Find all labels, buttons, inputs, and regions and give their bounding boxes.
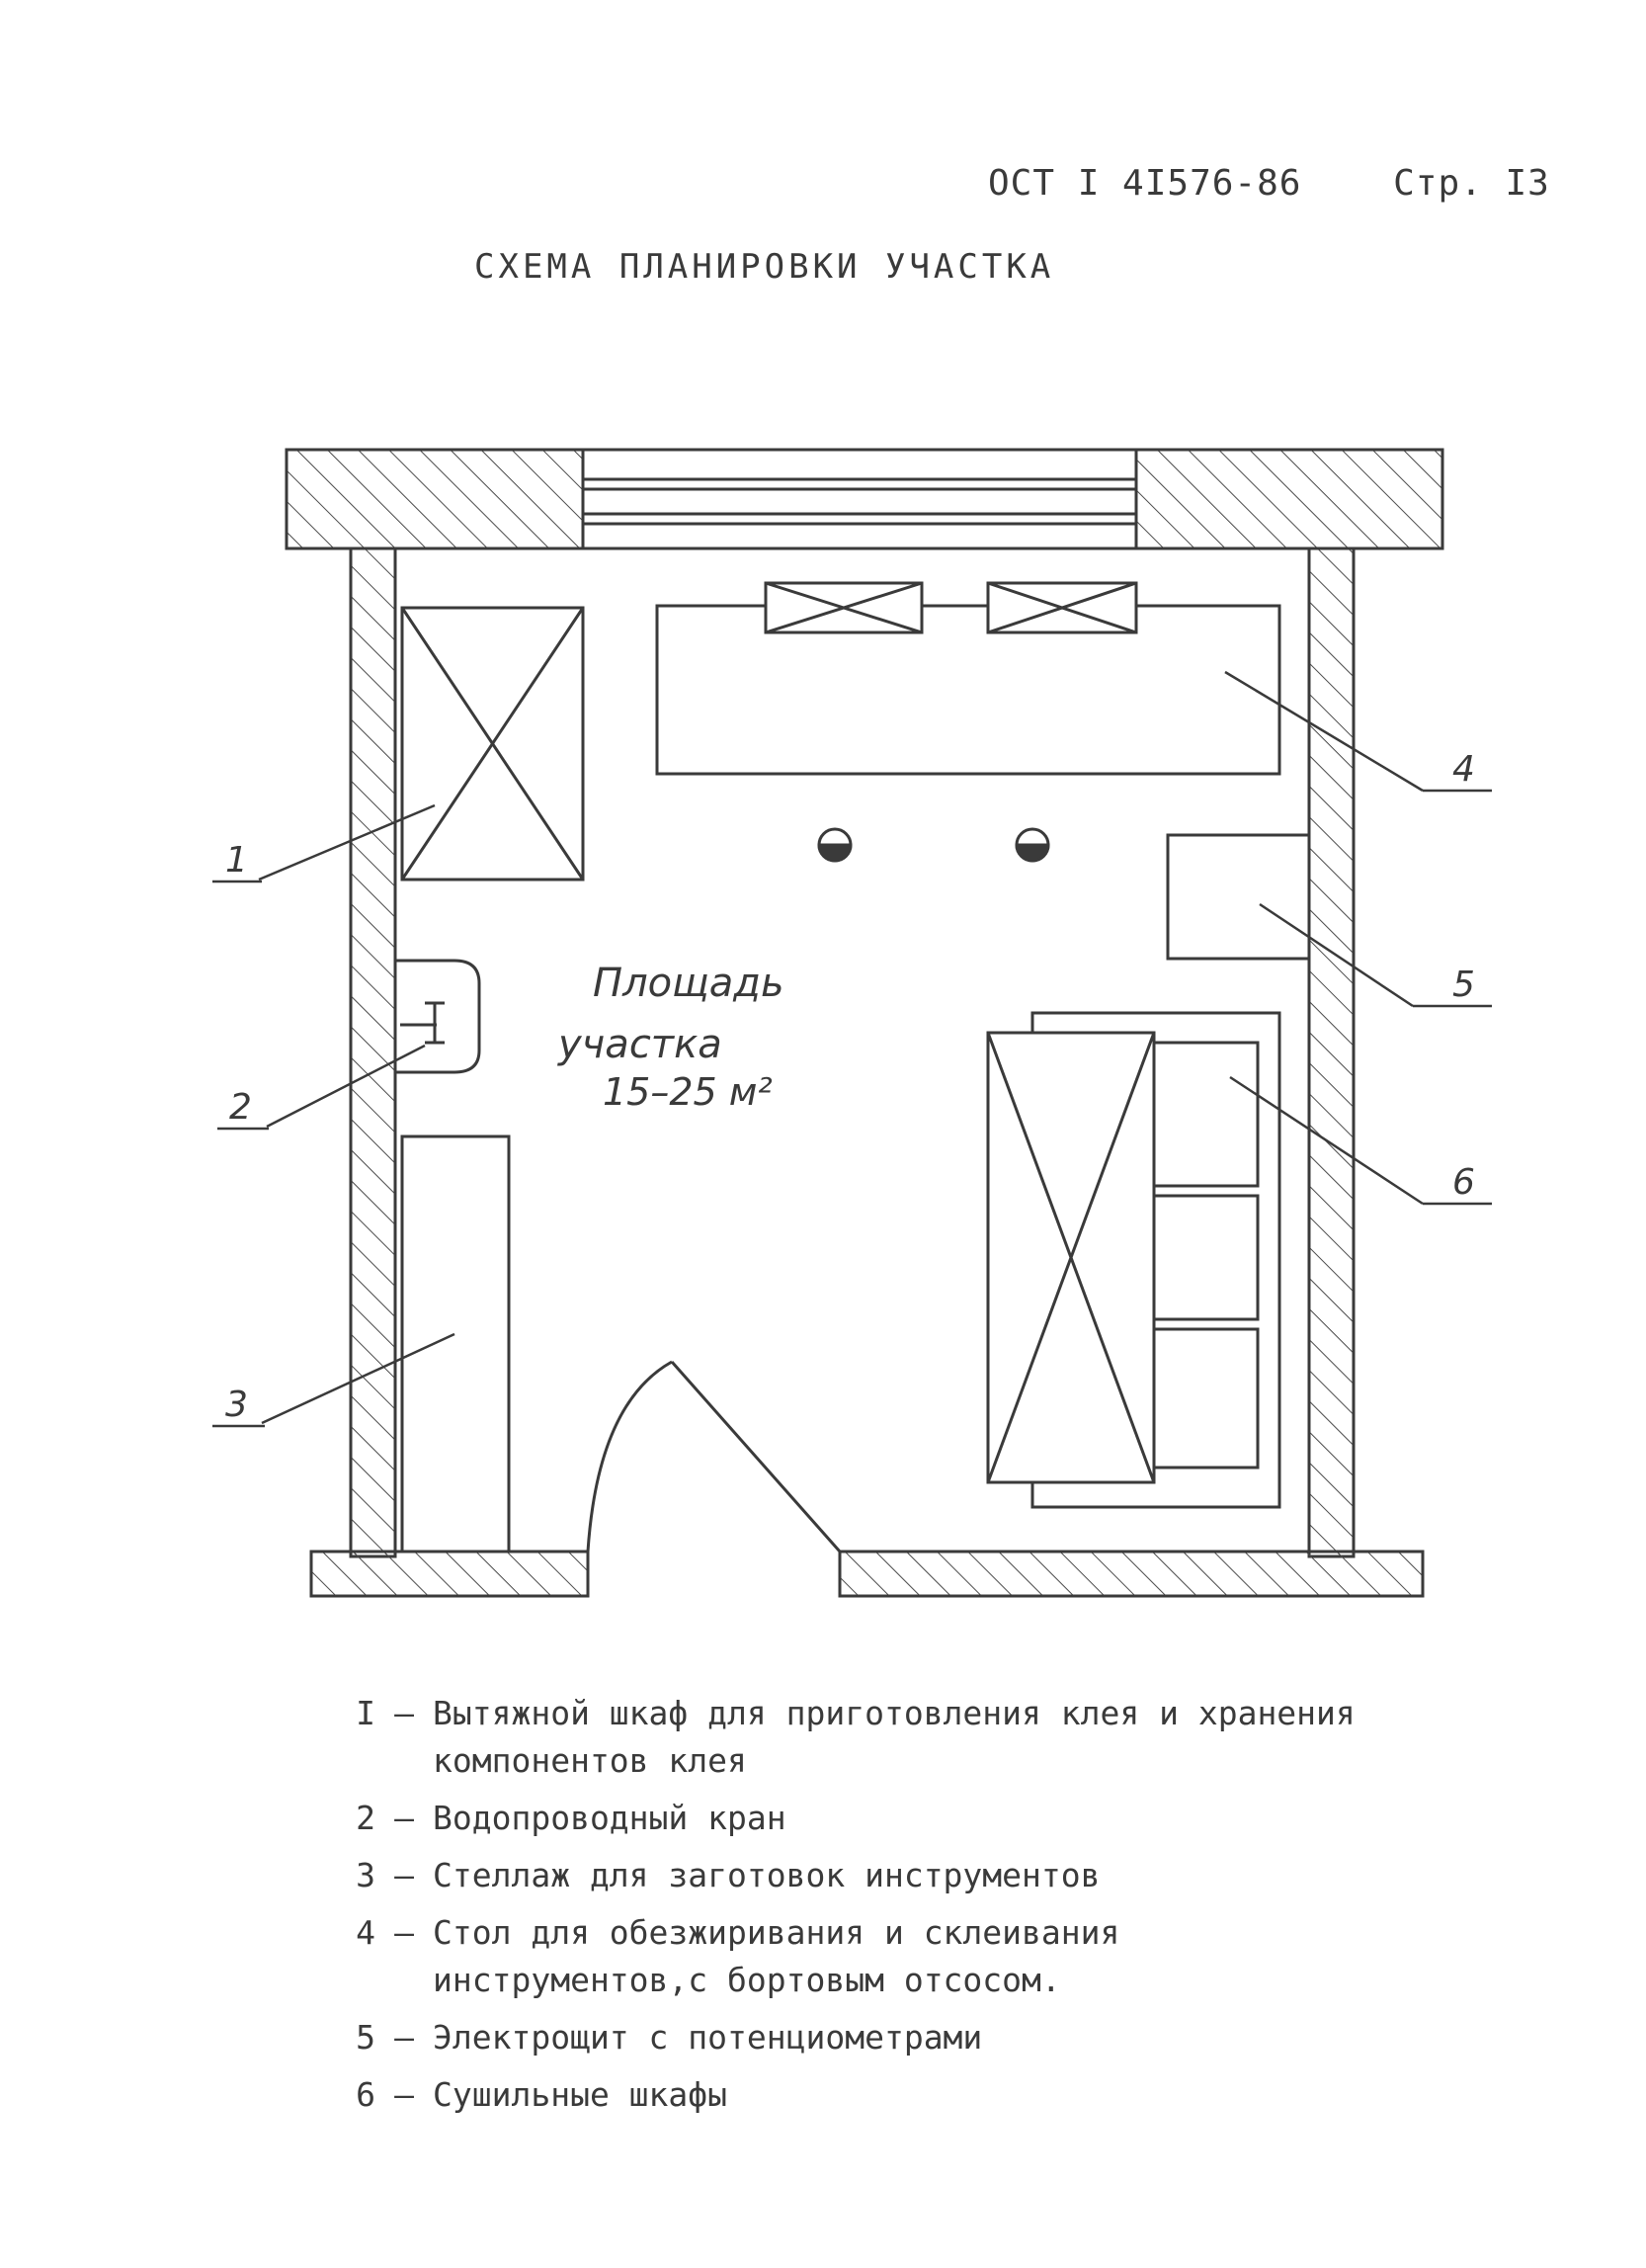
area-label-line-2: участка	[557, 1022, 722, 1067]
callout-1: 1	[225, 840, 248, 881]
legend-number: 6	[356, 2075, 375, 2114]
fume-hood	[400, 606, 585, 882]
area-label-line-3: 15–25 м²	[603, 1070, 773, 1114]
legend-item: 5 – Электрощит с потенциометрами	[336, 2014, 1401, 2061]
callout-5: 5	[1452, 965, 1475, 1005]
legend-item: 2 – Водопроводный кран	[336, 1795, 1401, 1842]
left-wall	[349, 546, 397, 1558]
callout-4-leader	[1224, 670, 1424, 793]
legend: I – Вытяжной шкаф для приготовления клея…	[336, 1690, 1401, 2129]
doc-code: ОСТ I 4I576-86	[988, 163, 1302, 204]
electrical-panel	[1166, 833, 1311, 961]
legend-number: 4	[356, 1913, 375, 1952]
callouts	[212, 670, 1492, 1428]
area-label: Площадь участка 15–25 м²	[557, 961, 784, 1114]
top-wall-left	[285, 448, 585, 550]
legend-number: I	[356, 1694, 375, 1732]
legend-number: 5	[356, 2018, 375, 2057]
document-header: ОСТ I 4I576-86 Стр. I3	[988, 163, 1550, 204]
legend-number: 2	[356, 1799, 375, 1837]
drying-cabinets	[986, 1011, 1281, 1509]
legend-text: Электрощит с потенциометрами	[433, 2018, 983, 2057]
callout-6: 6	[1452, 1162, 1475, 1203]
door	[586, 1360, 842, 1553]
floor-plan: Площадь участка 15–25 м² 1 2 3 4 5 6	[212, 448, 1492, 1598]
legend-text: Стол для обезжиривания и склеивания инст…	[433, 1913, 1120, 1999]
callout-2-leader	[266, 1044, 426, 1129]
callout-1-leader	[258, 803, 436, 882]
bottom-wall-right	[838, 1550, 1425, 1598]
callout-3-leader	[261, 1332, 455, 1425]
callout-4: 4	[1452, 749, 1475, 790]
legend-text: Водопроводный кран	[433, 1799, 786, 1837]
legend-item: 4 – Стол для обезжиривания и склеивания …	[336, 1909, 1401, 2004]
tool-rack	[400, 1134, 511, 1554]
legend-item: 3 – Стеллаж для заготовок инструментов	[336, 1852, 1401, 1899]
bottom-wall-left	[309, 1550, 590, 1598]
callout-5-leader	[1259, 902, 1414, 1008]
legend-item: I – Вытяжной шкаф для приготовления клея…	[336, 1690, 1401, 1785]
legend-number: 3	[356, 1856, 375, 1894]
page-number: Стр. I3	[1393, 163, 1550, 204]
top-wall-right	[1134, 448, 1444, 550]
right-wall	[1307, 546, 1356, 1558]
callout-3: 3	[225, 1385, 248, 1425]
floor-drains	[817, 827, 1050, 863]
degreasing-table	[655, 581, 1281, 776]
legend-text: Стеллаж для заготовок инструментов	[433, 1856, 1101, 1894]
water-tap	[395, 959, 481, 1074]
legend-text: Вытяжной шкаф для приготовления клея и х…	[433, 1694, 1356, 1780]
callout-labels: 1 2 3 4 5 6	[225, 749, 1475, 1425]
callout-2: 2	[229, 1087, 252, 1128]
page-title: СХЕМА ПЛАНИРОВКИ УЧАСТКА	[474, 247, 1055, 287]
callout-6-leader	[1229, 1075, 1424, 1206]
legend-text: Сушильные шкафы	[433, 2075, 728, 2114]
window	[581, 448, 1138, 550]
area-label-line-1: Площадь	[593, 961, 784, 1006]
legend-item: 6 – Сушильные шкафы	[336, 2071, 1401, 2119]
